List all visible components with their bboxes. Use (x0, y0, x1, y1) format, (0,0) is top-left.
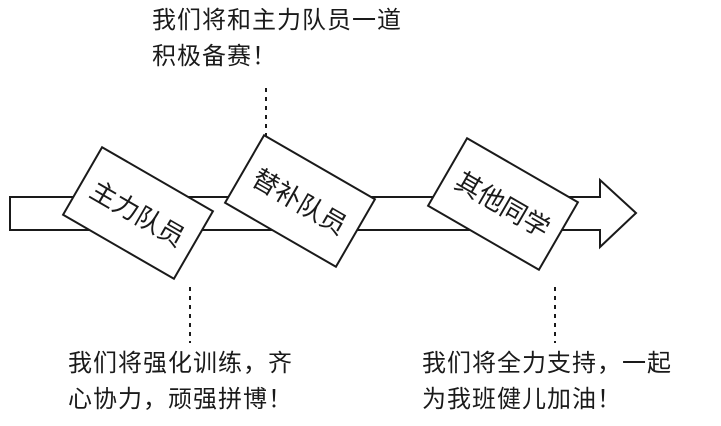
caption-bottom-right-line-2: 为我班健儿加油！ (422, 385, 622, 413)
caption-top-line-2: 积极备赛！ (152, 42, 277, 70)
caption-top: 我们将和主力队员一道 积极备赛！ (152, 2, 402, 74)
group-box-2: 替补队员 (223, 133, 377, 269)
caption-top-line-1: 我们将和主力队员一道 (152, 6, 402, 34)
group-box-1: 主力队员 (61, 145, 215, 281)
caption-bottom-left-line-2: 心协力，顽强拼博！ (68, 385, 293, 413)
caption-bottom-left-line-1: 我们将强化训练，齐 (68, 349, 293, 377)
caption-bottom-right-line-1: 我们将全力支持，一起 (422, 349, 672, 377)
caption-bottom-left: 我们将强化训练，齐 心协力，顽强拼博！ (68, 345, 293, 417)
caption-bottom-right: 我们将全力支持，一起 为我班健儿加油！ (422, 345, 672, 417)
group-box-3: 其他同学 (426, 136, 580, 272)
